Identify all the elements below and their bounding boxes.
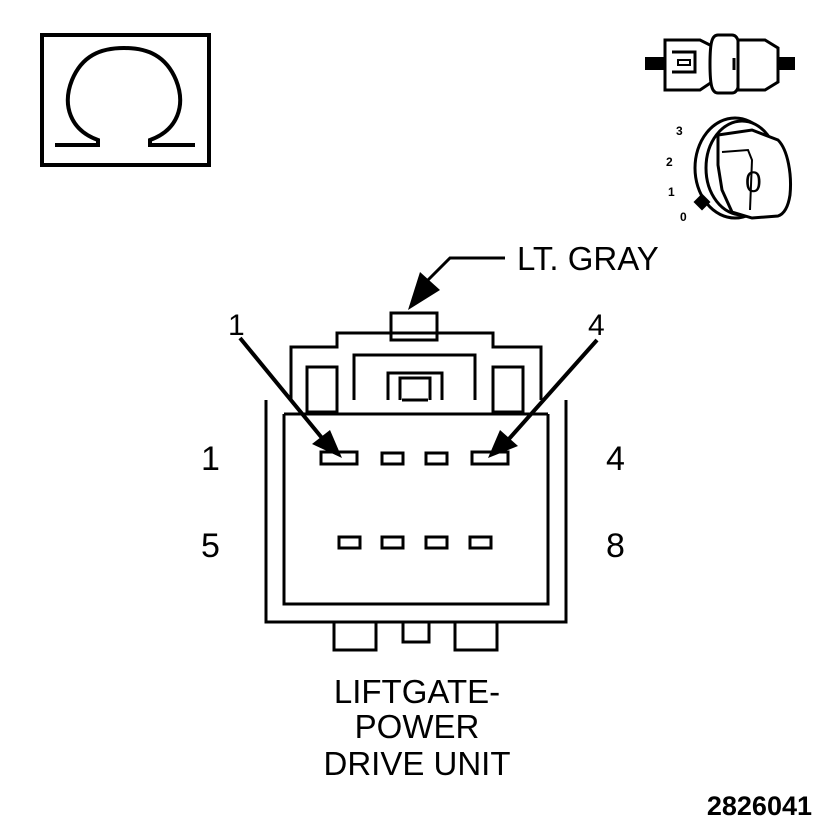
pin-1-pointer-arrow <box>312 430 342 458</box>
row-label-bottom-right: 8 <box>606 527 625 565</box>
ignition-position-0: 0 <box>680 210 687 224</box>
ohm-symbol-icon <box>40 33 211 167</box>
pin-row-bottom <box>337 535 493 550</box>
ignition-key-icon: 3 2 1 0 0 <box>666 116 792 224</box>
pin-row-top <box>319 450 510 466</box>
connector-name-line-2: POWER <box>355 708 480 745</box>
row-label-bottom-left: 5 <box>201 527 220 565</box>
connector-name-line-1: LIFTGATE- <box>334 673 500 710</box>
pin-4-pointer-arrow <box>488 430 518 458</box>
ignition-position-3: 3 <box>676 124 683 138</box>
pin-4 <box>470 450 510 466</box>
color-pointer-arrow <box>408 272 440 310</box>
ignition-key-mark: 0 <box>745 166 762 199</box>
pin-7 <box>424 535 449 550</box>
pin-8 <box>468 535 493 550</box>
pin-3 <box>424 451 449 466</box>
pin-1-pointer-line <box>238 336 324 440</box>
pin-5 <box>337 535 362 550</box>
color-pointer-line <box>426 256 505 282</box>
pointer-label-1: 1 <box>228 309 245 342</box>
connector-color-label: LT. GRAY <box>517 240 659 277</box>
disconnected-connector-icon <box>645 33 795 95</box>
pin-2 <box>380 451 405 466</box>
row-label-top-left: 1 <box>201 440 220 478</box>
ignition-position-1: 1 <box>668 185 675 199</box>
connector-body <box>264 311 568 652</box>
connector-name-line-3: DRIVE UNIT <box>323 745 510 782</box>
figure-number: 2826041 <box>707 791 812 821</box>
row-label-top-right: 4 <box>606 440 625 478</box>
ignition-position-2: 2 <box>666 155 673 169</box>
pointer-label-4: 4 <box>588 309 605 342</box>
pin-6 <box>380 535 405 550</box>
pin-4-pointer-line <box>506 338 599 442</box>
